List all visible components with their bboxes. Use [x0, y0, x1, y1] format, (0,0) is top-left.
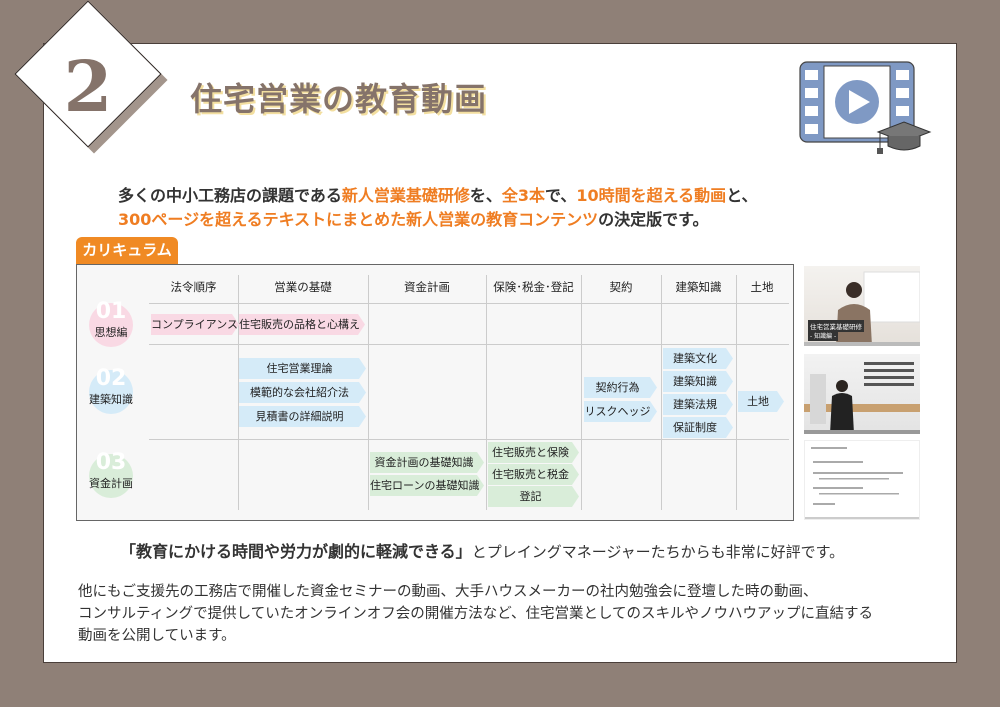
row-number: 02: [95, 366, 127, 391]
lecturer-image: [804, 271, 920, 346]
column-header: 土地: [750, 280, 774, 294]
curriculum-chip[interactable]: 契約行為: [584, 377, 657, 398]
curriculum-tab: カリキュラム: [76, 237, 178, 264]
video-education-icon: [799, 61, 932, 154]
column-header: 資金計画: [404, 280, 450, 294]
curriculum-chip[interactable]: 建築知識: [663, 371, 733, 392]
divider: [581, 275, 582, 510]
intro-text: を、: [469, 186, 502, 205]
column-header: 建築知識: [675, 280, 722, 294]
quote-rest: とプレイングマネージャーたちからも非常に好評です。: [471, 543, 845, 561]
slide-thumbnail-3[interactable]: [804, 440, 920, 520]
row-badge-02: 02 建築知識: [89, 366, 133, 414]
row-badge-01: 01 思想編: [89, 299, 133, 347]
curriculum-chip[interactable]: 住宅販売の品格と心構え: [239, 314, 365, 335]
slide-outline-image: [805, 447, 919, 519]
highlight-text: 全3本: [501, 186, 546, 205]
divider: [661, 275, 662, 510]
curriculum-chip[interactable]: 土地: [738, 391, 784, 412]
curriculum-chip[interactable]: 登記: [488, 486, 579, 507]
curriculum-chip[interactable]: リスクヘッジ: [584, 401, 657, 422]
divider: [149, 344, 789, 345]
highlight-text: 新人営業基礎研修: [341, 186, 470, 205]
curriculum-table: 法令順序 営業の基礎 資金計画 保険･税金･登記 契約 建築知識 土地 01 思想…: [76, 264, 794, 521]
thumbnail-caption: - 知識編 -: [808, 330, 839, 341]
intro-text: 多くの中小工務店の課題である: [118, 186, 342, 205]
row-number: 01: [95, 299, 127, 324]
divider: [149, 303, 789, 304]
page-title: 住宅営業の教育動画: [190, 80, 488, 118]
column-header: 保険･税金･登記: [493, 280, 574, 294]
presenter-image: [804, 362, 920, 434]
video-thumbnail-2[interactable]: [804, 354, 920, 434]
row-number: 03: [95, 450, 127, 475]
row-label: 資金計画: [89, 477, 133, 490]
row-label: 思想編: [94, 326, 128, 339]
intro-text: と、: [726, 186, 758, 205]
curriculum-chip[interactable]: 見積書の詳細説明: [239, 406, 366, 427]
column-header: 契約: [609, 280, 633, 294]
intro-line-2: 300ページを超えるテキストにまとめた新人営業の教育コンテンツの決定版です。: [118, 206, 709, 230]
divider: [238, 275, 239, 510]
column-header: 営業の基礎: [274, 280, 332, 294]
section-number: 2: [63, 45, 113, 128]
curriculum-chip[interactable]: 住宅ローンの基礎知識: [370, 475, 484, 496]
testimonial-quote: 「教育にかける時間や労力が劇的に軽減できる」とプレイングマネージャーたちからも非…: [120, 538, 844, 562]
description-line: コンサルティングで提供していたオンラインオフ会の開催方法など、住宅営業としてのス…: [78, 606, 874, 622]
column-header: 法令順序: [170, 280, 217, 294]
curriculum-chip[interactable]: 住宅販売と税金: [488, 464, 579, 485]
description-line: 動画を公開しています。: [78, 628, 236, 644]
row-label: 建築知識: [89, 393, 133, 406]
divider: [149, 439, 789, 440]
curriculum-chip[interactable]: 建築法規: [663, 394, 733, 415]
quote-emphasis: 「教育にかける時間や労力が劇的に軽減できる」: [120, 542, 472, 561]
video-thumbnail-1[interactable]: 住宅営業基礎研修 - 知識編 -: [804, 266, 920, 346]
curriculum-chip[interactable]: 建築文化: [663, 348, 733, 369]
intro-line-1: 多くの中小工務店の課題である新人営業基礎研修を、全3本で、10時間を超える動画と…: [118, 182, 758, 206]
curriculum-chip[interactable]: 保証制度: [663, 417, 733, 438]
divider: [486, 275, 487, 510]
description-line: 他にもご支援先の工務店で開催した資金セミナーの動画、大手ハウスメーカーの社内勉強…: [78, 584, 818, 600]
curriculum-chip[interactable]: 住宅販売と保険: [488, 442, 579, 463]
intro-text: の決定版です。: [598, 210, 709, 229]
highlight-text: 10時間を超える動画: [576, 186, 727, 205]
curriculum-chip[interactable]: 住宅営業理論: [239, 358, 366, 379]
divider: [736, 275, 737, 510]
highlight-text: 300ページを超えるテキストにまとめた新人営業の教育コンテンツ: [118, 210, 599, 229]
curriculum-chip[interactable]: 模範的な会社紹介法: [239, 382, 366, 403]
divider: [368, 275, 369, 510]
thumbnail-caption: 住宅営業基礎研修: [808, 320, 864, 332]
intro-text: で、: [545, 186, 577, 205]
row-badge-03: 03 資金計画: [89, 450, 133, 498]
curriculum-chip[interactable]: 資金計画の基礎知識: [370, 452, 484, 473]
curriculum-chip[interactable]: コンプライアンス: [151, 314, 239, 335]
